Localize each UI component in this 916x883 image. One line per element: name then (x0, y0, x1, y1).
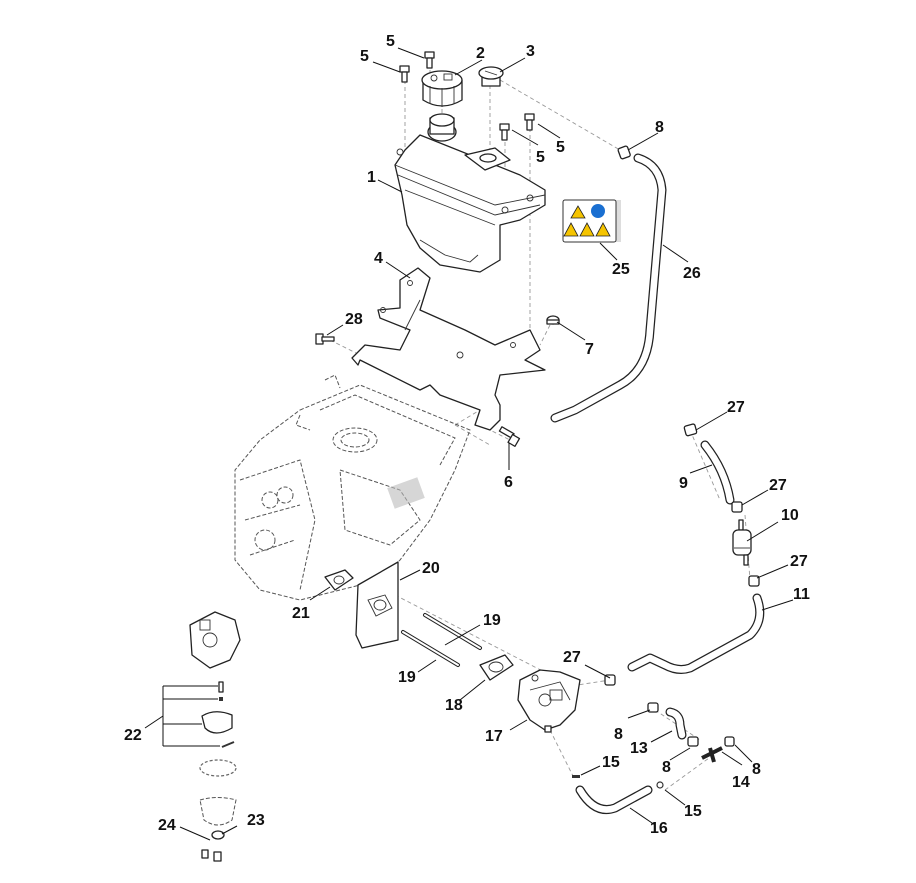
callout-19: 19 (483, 612, 501, 629)
nut (546, 315, 560, 325)
stud (401, 630, 460, 667)
callout-5: 5 (386, 33, 395, 50)
callout-9: 9 (679, 475, 688, 492)
callout-22: 22 (124, 727, 142, 744)
callout-27: 27 (790, 553, 808, 570)
callout-27: 27 (769, 477, 787, 494)
hose-clamp (683, 423, 698, 437)
fuel-tank (394, 113, 546, 273)
callout-3: 3 (526, 43, 535, 60)
callout-20: 20 (422, 560, 440, 577)
callout-8: 8 (655, 119, 664, 136)
vent-cap (478, 66, 504, 87)
callout-5: 5 (536, 149, 545, 166)
fuel-hose-11 (627, 593, 765, 674)
callout-18: 18 (445, 697, 463, 714)
callout-7: 7 (585, 341, 594, 358)
gasket (324, 569, 354, 591)
bolts-5 (399, 51, 535, 141)
callout-labels: 1 2 3 4 5 5 5 5 6 7 8 8 8 8 9 10 11 13 1… (124, 33, 810, 837)
callout-11: 11 (793, 586, 810, 603)
bolt (424, 51, 435, 69)
engine-grille (387, 477, 425, 509)
hose-clamp (748, 575, 760, 587)
t-connector (701, 746, 723, 763)
callout-5: 5 (556, 139, 565, 156)
hose-16 (575, 785, 653, 814)
hose-clamp (724, 736, 735, 747)
tank-bracket (351, 267, 546, 431)
callout-2: 2 (476, 45, 485, 62)
callout-5: 5 (360, 48, 369, 65)
hose-clamp (604, 674, 616, 686)
callout-6: 6 (504, 474, 513, 491)
callout-15: 15 (602, 754, 620, 771)
bolt (499, 123, 510, 141)
bolt (315, 333, 335, 345)
callout-19: 19 (398, 669, 416, 686)
gasket (479, 654, 514, 681)
callout-27: 27 (727, 399, 745, 416)
hose-clamp (687, 736, 699, 747)
callout-27: 27 (563, 649, 581, 666)
callout-8: 8 (752, 761, 761, 778)
carburetor (517, 669, 581, 733)
warning-label (562, 199, 621, 243)
hose-clamp (731, 501, 743, 513)
leader-lines (144, 47, 794, 841)
hose-clamp (647, 702, 659, 713)
callout-15: 15 (684, 803, 702, 820)
hose-13 (665, 707, 687, 740)
callout-24: 24 (158, 817, 176, 834)
clip (572, 775, 580, 778)
mandatory-read-manual-icon (591, 204, 605, 218)
fumes-hazard-icon (579, 222, 595, 237)
clip (656, 781, 664, 789)
callout-28: 28 (345, 311, 363, 328)
bolt (498, 426, 521, 447)
bolt (399, 65, 410, 83)
callout-25: 25 (612, 261, 630, 278)
callout-16: 16 (650, 820, 668, 837)
bolt (524, 113, 535, 131)
callout-1: 1 (367, 169, 376, 186)
callout-4: 4 (374, 250, 383, 267)
callout-21: 21 (292, 605, 310, 622)
callout-26: 26 (683, 265, 701, 282)
fuel-cap (421, 70, 463, 107)
hot-surface-icon (595, 222, 611, 237)
stud (423, 613, 482, 650)
fuel-hose-9 (700, 440, 735, 505)
fire-hazard-icon (563, 222, 579, 237)
hose-clamp (617, 145, 631, 160)
callout-14: 14 (732, 774, 750, 791)
vent-hose (550, 153, 667, 423)
carburetor-kit-illustration (162, 611, 241, 862)
callout-13: 13 (630, 740, 648, 757)
callout-23: 23 (247, 812, 265, 829)
fuel-filter (732, 519, 752, 566)
callout-17: 17 (485, 728, 503, 745)
callout-8: 8 (614, 726, 623, 743)
warning-triangle-icon (570, 205, 586, 219)
insulator-plate (355, 561, 399, 649)
callout-10: 10 (781, 507, 799, 524)
callout-8: 8 (662, 759, 671, 776)
